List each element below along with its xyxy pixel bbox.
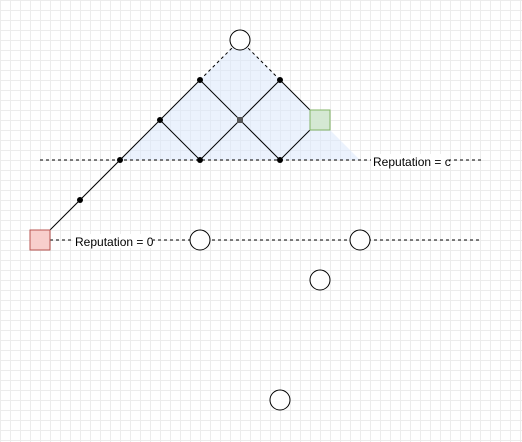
lattice-node [77, 197, 83, 203]
open-circle-node [229, 29, 251, 51]
lattice-node [157, 117, 163, 123]
reputation-c-label-bg [371, 154, 449, 168]
reputation-0-label-bg [73, 234, 153, 248]
lattice-node [197, 77, 203, 83]
lattice-node [117, 157, 123, 163]
start-square [29, 229, 51, 251]
lattice-center-node [237, 117, 243, 123]
open-circle-node [269, 389, 291, 411]
goal-square [309, 109, 331, 131]
lattice-node [197, 157, 203, 163]
lattice-node [277, 157, 283, 163]
open-circle-node [309, 269, 331, 291]
lattice-edge [159, 119, 201, 161]
reputation-0-label: Reputation = 0 [75, 235, 154, 249]
lattice-node [277, 77, 283, 83]
open-circle-node [189, 229, 211, 251]
open-circle-node [349, 229, 371, 251]
reachable-region [120, 40, 360, 160]
reputation-c-label: Reputation = c [373, 155, 451, 169]
